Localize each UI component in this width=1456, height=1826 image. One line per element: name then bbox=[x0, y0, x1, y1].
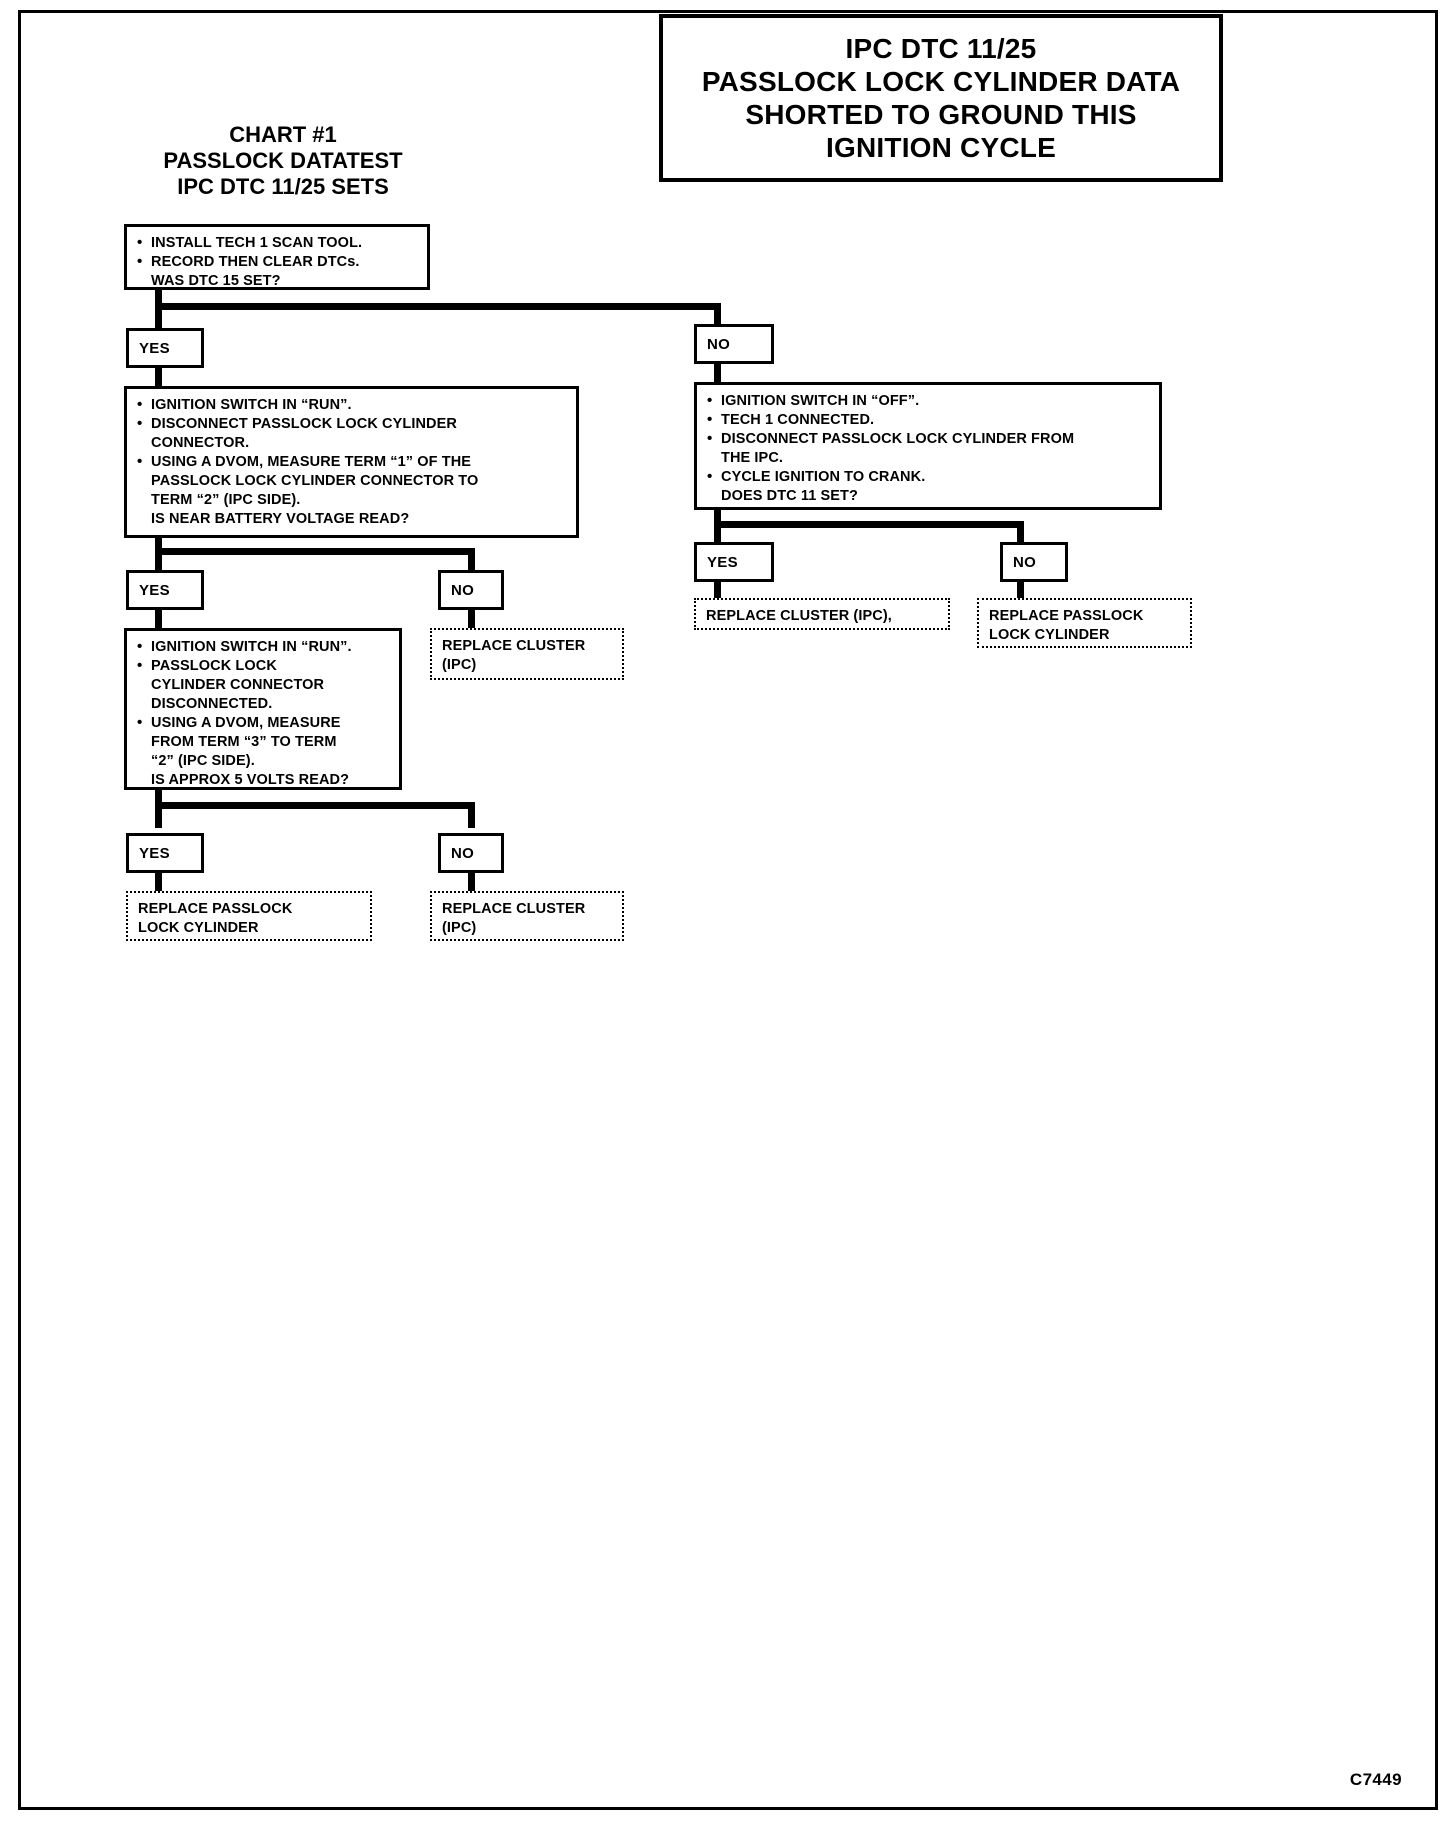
page-border bbox=[18, 10, 1438, 1810]
decision-start-yes[interactable]: YES bbox=[126, 328, 204, 368]
node-start-list: INSTALL TECH 1 SCAN TOOL. RECORD THEN CL… bbox=[127, 227, 427, 297]
decision-left2-yes[interactable]: YES bbox=[126, 833, 204, 873]
connector-right-branch-no-drop bbox=[1017, 521, 1024, 543]
connector-left2-down bbox=[155, 608, 162, 630]
decision-start-no-label: NO bbox=[707, 335, 731, 353]
node-right-branch-line-4: CYCLE IGNITION TO CRANK. bbox=[707, 467, 1151, 487]
terminal-left-no-action[interactable]: REPLACE CLUSTER (IPC) bbox=[430, 628, 624, 680]
node-start-process[interactable]: INSTALL TECH 1 SCAN TOOL. RECORD THEN CL… bbox=[124, 224, 430, 290]
chart-title: CHART #1 PASSLOCK DATATEST IPC DTC 11/25… bbox=[108, 122, 458, 200]
connector-right-yes-terminal bbox=[714, 580, 721, 600]
decision-left-no[interactable]: NO bbox=[438, 570, 504, 610]
node-start-line-1: INSTALL TECH 1 SCAN TOOL. bbox=[137, 233, 419, 253]
decision-start-no[interactable]: NO bbox=[694, 324, 774, 364]
connector-start-horizontal bbox=[155, 303, 721, 310]
decision-right-no[interactable]: NO bbox=[1000, 542, 1068, 582]
node-left-branch-list: IGNITION SWITCH IN “RUN”. DISCONNECT PAS… bbox=[127, 389, 576, 535]
decision-right-yes[interactable]: YES bbox=[694, 542, 774, 582]
node-left-second-list: IGNITION SWITCH IN “RUN”. PASSLOCK LOCK … bbox=[127, 631, 399, 796]
connector-left2-branch-down bbox=[155, 789, 162, 805]
chart-title-line-1: CHART #1 bbox=[229, 122, 337, 147]
connector-right-branch-yes-drop bbox=[714, 521, 721, 543]
connector-left-branch-bus bbox=[155, 548, 475, 555]
terminal-left2-no-action[interactable]: REPLACE CLUSTER (IPC) bbox=[430, 891, 624, 941]
decision-left-no-label: NO bbox=[451, 581, 475, 599]
header-line-4: IGNITION CYCLE bbox=[826, 132, 1056, 163]
header-title-block: IPC DTC 11/25 PASSLOCK LOCK CYLINDER DAT… bbox=[659, 14, 1223, 182]
node-right-branch-list: IGNITION SWITCH IN “OFF”. TECH 1 CONNECT… bbox=[697, 385, 1159, 512]
connector-left2-no-drop bbox=[468, 802, 475, 828]
chart-title-line-2: PASSLOCK DATATEST bbox=[163, 148, 403, 173]
node-right-branch-line-3: DISCONNECT PASSLOCK LOCK CYLINDER FROM T… bbox=[707, 429, 1151, 468]
connector-final-yes-down bbox=[155, 873, 162, 893]
connector-right-branch-bus bbox=[714, 521, 1024, 528]
node-left-second-line-3: USING A DVOM, MEASURE FROM TERM “3” TO T… bbox=[137, 713, 391, 771]
terminal-right-yes-action[interactable]: REPLACE CLUSTER (IPC), bbox=[694, 598, 950, 630]
node-left-second-process[interactable]: IGNITION SWITCH IN “RUN”. PASSLOCK LOCK … bbox=[124, 628, 402, 790]
node-start-line-2: RECORD THEN CLEAR DTCs. bbox=[137, 252, 419, 272]
connector-left-branch-yes-drop bbox=[155, 548, 162, 572]
node-left-branch-line-4: IS NEAR BATTERY VOLTAGE READ? bbox=[151, 511, 410, 527]
node-right-branch-line-5: DOES DTC 11 SET? bbox=[721, 488, 858, 504]
decision-left-yes[interactable]: YES bbox=[126, 570, 204, 610]
connector-start-down bbox=[155, 288, 162, 308]
node-left-branch-process[interactable]: IGNITION SWITCH IN “RUN”. DISCONNECT PAS… bbox=[124, 386, 579, 538]
node-start-line-3: WAS DTC 15 SET? bbox=[151, 273, 281, 289]
terminal-right-no-text: REPLACE PASSLOCK LOCK CYLINDER bbox=[989, 608, 1144, 643]
terminal-left2-no-text: REPLACE CLUSTER (IPC) bbox=[442, 901, 586, 936]
decision-right-yes-label: YES bbox=[707, 553, 738, 571]
connector-left-branch-down bbox=[155, 536, 162, 554]
header-line-1: IPC DTC 11/25 bbox=[845, 33, 1037, 64]
connector-right-no-down bbox=[714, 362, 721, 384]
connector-left2-branch-bus bbox=[155, 802, 475, 809]
terminal-right-yes-text: REPLACE CLUSTER (IPC), bbox=[706, 608, 892, 624]
connector-right-branch-down bbox=[714, 508, 721, 526]
connector-start-no-drop bbox=[714, 303, 721, 325]
header-line-3: SHORTED TO GROUND THIS bbox=[745, 99, 1137, 130]
node-left-branch-line-3: USING A DVOM, MEASURE TERM “1” OF THE PA… bbox=[137, 452, 568, 510]
decision-left-yes-label: YES bbox=[139, 581, 170, 599]
decision-left2-no[interactable]: NO bbox=[438, 833, 504, 873]
node-left-second-line-4: IS APPROX 5 VOLTS READ? bbox=[151, 772, 350, 788]
decision-start-yes-label: YES bbox=[139, 339, 170, 357]
decision-left2-yes-label: YES bbox=[139, 844, 170, 862]
node-right-branch-process[interactable]: IGNITION SWITCH IN “OFF”. TECH 1 CONNECT… bbox=[694, 382, 1162, 510]
connector-start-yes-drop bbox=[155, 303, 162, 329]
footer-drawing-code: C7449 bbox=[1349, 1770, 1402, 1789]
terminal-left-no-text: REPLACE CLUSTER (IPC) bbox=[442, 638, 586, 673]
connector-left-branch-no-drop bbox=[468, 548, 475, 572]
terminal-right-no-action[interactable]: REPLACE PASSLOCK LOCK CYLINDER bbox=[977, 598, 1192, 648]
node-left-second-line-1: IGNITION SWITCH IN “RUN”. bbox=[137, 637, 391, 657]
connector-final-no-down bbox=[468, 873, 475, 893]
connector-left-yes-down bbox=[155, 366, 162, 388]
node-right-branch-line-1: IGNITION SWITCH IN “OFF”. bbox=[707, 391, 1151, 411]
connector-left2-yes-drop bbox=[155, 802, 162, 828]
terminal-left2-yes-text: REPLACE PASSLOCK LOCK CYLINDER bbox=[138, 901, 293, 936]
node-left-branch-line-1: IGNITION SWITCH IN “RUN”. bbox=[137, 395, 568, 415]
header-line-2: PASSLOCK LOCK CYLINDER DATA bbox=[701, 66, 1181, 97]
connector-right-no-terminal bbox=[1017, 580, 1024, 600]
node-left-second-line-2: PASSLOCK LOCK CYLINDER CONNECTOR DISCONN… bbox=[137, 656, 391, 714]
decision-right-no-label: NO bbox=[1013, 553, 1037, 571]
chart-title-line-3: IPC DTC 11/25 SETS bbox=[177, 174, 389, 199]
connector-left-no-down bbox=[468, 608, 475, 630]
terminal-left2-yes-action[interactable]: REPLACE PASSLOCK LOCK CYLINDER bbox=[126, 891, 372, 941]
node-left-branch-line-2: DISCONNECT PASSLOCK LOCK CYLINDER CONNEC… bbox=[137, 414, 568, 453]
decision-left2-no-label: NO bbox=[451, 844, 475, 862]
node-right-branch-line-2: TECH 1 CONNECTED. bbox=[707, 410, 1151, 430]
